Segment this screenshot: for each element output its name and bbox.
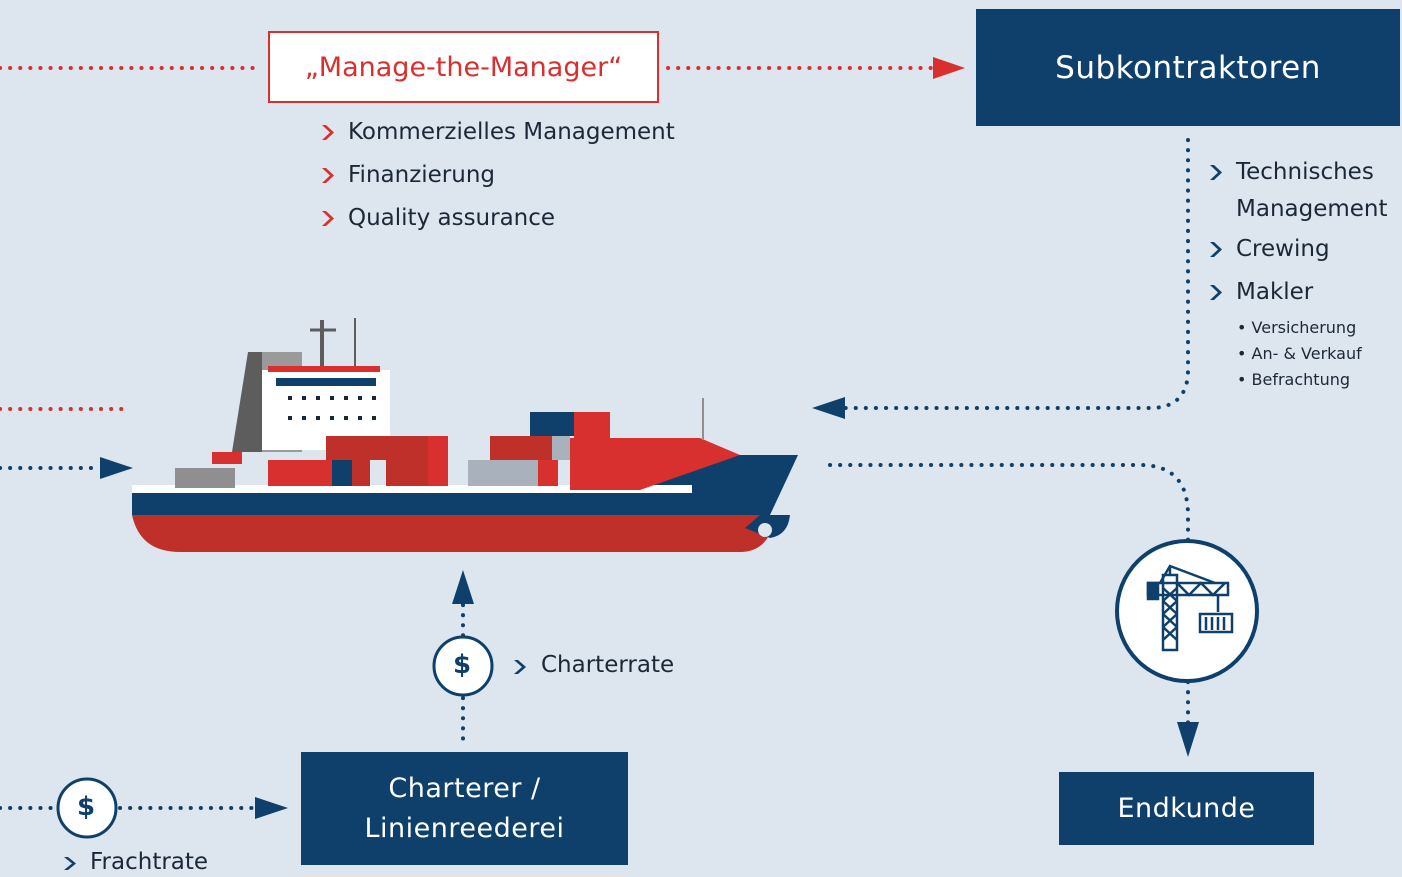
frachtrate-label: Frachtrate xyxy=(90,849,209,875)
makler-sublist: • Versicherung • An- & Verkauf • Befrach… xyxy=(1237,315,1362,393)
red-arrow-head xyxy=(933,57,965,79)
chevron-right-icon xyxy=(1210,165,1222,180)
charterer-label-line2: Linienreederei xyxy=(364,812,565,844)
endkunde-box: Endkunde xyxy=(1059,772,1314,845)
list-item: Finanzierung xyxy=(318,154,675,197)
dollar-symbol: $ xyxy=(453,650,472,680)
service-label: Management xyxy=(1236,196,1388,222)
endkunde-label: Endkunde xyxy=(1117,793,1256,824)
charterer-label-line1: Charterer / xyxy=(388,772,541,804)
service-label: Crewing xyxy=(1236,236,1330,262)
list-item: Technisches Management xyxy=(1206,154,1388,228)
charterrate-label: Charterrate xyxy=(541,652,675,678)
blue-dotted-subcontractor-path xyxy=(843,138,1190,410)
blue-arrow-head-up xyxy=(452,570,474,604)
blue-arrow-head-ship xyxy=(812,397,845,419)
chevron-right-icon xyxy=(1210,242,1222,257)
list-item: Kommerzielles Management xyxy=(318,111,675,154)
dollar-symbol: $ xyxy=(77,792,96,822)
dollar-icon xyxy=(56,777,118,839)
chevron-right-icon xyxy=(514,660,526,674)
list-item: Makler xyxy=(1206,271,1388,314)
blue-arrow-head-charterer xyxy=(255,797,288,819)
blue-arrow-head-endkunde xyxy=(1177,722,1199,757)
subkontraktoren-label: Subkontraktoren xyxy=(1055,49,1321,86)
chevron-right-icon xyxy=(322,125,334,140)
chevron-right-icon xyxy=(322,168,334,183)
service-label: Makler xyxy=(1236,279,1314,305)
dollar-icon xyxy=(432,635,494,697)
manage-the-manager-label: „Manage-the-Manager“ xyxy=(304,51,623,83)
blue-dotted-endkunde-path xyxy=(828,463,1190,542)
service-label: Finanzierung xyxy=(348,162,496,188)
chevron-right-icon xyxy=(322,211,334,226)
manage-the-manager-box: „Manage-the-Manager“ xyxy=(268,31,659,103)
blue-arrow-head-left xyxy=(100,457,133,479)
subcontractor-services-list: Technisches Management Crewing Makler xyxy=(1206,154,1388,314)
list-item: • An- & Verkauf xyxy=(1237,344,1362,363)
list-item: Crewing xyxy=(1206,228,1388,271)
service-label: Kommerzielles Management xyxy=(348,119,675,145)
chevron-right-icon xyxy=(1210,285,1222,300)
list-item: Quality assurance xyxy=(318,197,675,240)
ship-illustration xyxy=(132,318,798,552)
manager-services-list: Kommerzielles Management Finanzierung Qu… xyxy=(318,111,675,240)
charterer-box: Charterer / Linienreederei xyxy=(301,752,628,865)
chevron-right-icon xyxy=(64,857,76,870)
service-label: Technisches xyxy=(1236,159,1374,185)
list-item: • Versicherung xyxy=(1237,318,1357,337)
subkontraktoren-box: Subkontraktoren xyxy=(976,9,1400,126)
service-label: Quality assurance xyxy=(348,205,556,231)
list-item: • Befrachtung xyxy=(1237,370,1351,389)
crane-icon xyxy=(1115,539,1259,683)
